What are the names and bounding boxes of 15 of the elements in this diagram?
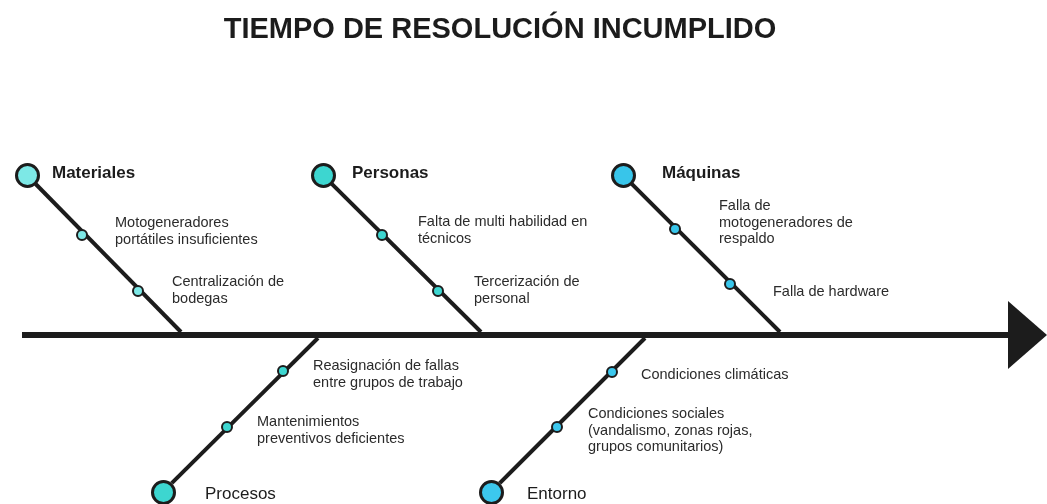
category-label: Procesos — [205, 483, 276, 504]
cause-text: Falla de hardware — [773, 283, 891, 300]
cause-text: Reasignación de fallas entre grupos de trabajo — [313, 357, 464, 391]
cause-text: Condiciones climáticas — [641, 366, 790, 383]
cause-text: Falla de motogeneradores de respaldo — [719, 197, 854, 247]
category-label: Entorno — [527, 483, 587, 504]
cause-text: Falta de multi habilidad en técnicos — [418, 213, 589, 247]
cause-text: Condiciones sociales (vandalismo, zonas rojas, grupos comunitarios) — [588, 405, 754, 455]
cause-text: Centralización de bodegas — [172, 273, 286, 307]
category-label: Personas — [352, 162, 429, 184]
category-label: Máquinas — [662, 162, 741, 184]
category-label: Materiales — [52, 162, 136, 184]
cause-text: Mantenimientos preventivos deficientes — [257, 413, 406, 447]
cause-text: Tercerización de personal — [474, 273, 581, 307]
cause-text: Motogeneradores portátiles insuficientes — [115, 214, 259, 248]
